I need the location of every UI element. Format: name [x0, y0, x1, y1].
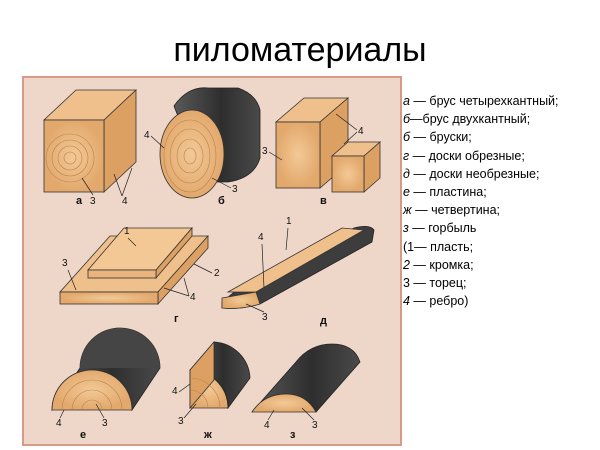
- item-z-slab: [251, 343, 361, 413]
- caption-z: з: [290, 429, 296, 441]
- legend-item: з — горбыль: [403, 221, 477, 236]
- caption-a: а: [76, 195, 83, 207]
- caption-g: г: [174, 313, 179, 325]
- label-zh-3: 3: [178, 416, 184, 427]
- legend-item: б — бруски;: [403, 130, 472, 145]
- item-b-beam: [159, 87, 261, 199]
- label-d-4: 4: [258, 232, 264, 243]
- caption-v: в: [320, 195, 327, 207]
- label-g-4: 4: [190, 292, 196, 303]
- label-g-1: 1: [124, 226, 130, 237]
- legend-item: 3 — торец;: [403, 276, 467, 291]
- item-e-slab: [51, 327, 161, 412]
- item-d-unedged-board: [221, 226, 375, 309]
- legend-item: ж — четвертина;: [403, 203, 501, 218]
- label-b-3: 3: [232, 184, 238, 195]
- label-e-4: 4: [56, 418, 62, 429]
- caption-e: е: [80, 429, 86, 441]
- label-g-2: 2: [214, 268, 220, 279]
- label-d-1: 1: [286, 216, 292, 227]
- label-v-4: 4: [358, 126, 364, 137]
- label-z-3: 3: [312, 420, 318, 431]
- label-z-4: 4: [264, 420, 270, 431]
- page-title: пиломатериалы: [173, 31, 427, 69]
- label-b-4: 4: [144, 130, 150, 141]
- legend-item: е — пластина;: [403, 185, 487, 200]
- legend-item: б—брус двухкантный;: [403, 112, 531, 127]
- caption-b: б: [218, 195, 225, 207]
- legend-item: (1— пласть;: [403, 239, 474, 254]
- item-zh-quarter: [189, 340, 251, 410]
- legend-item: д — доски необрезные;: [403, 166, 540, 181]
- label-v-3: 3: [262, 146, 268, 157]
- lumber-illustration: а 3 4 4 3 б 3 4 в 1 3: [22, 76, 402, 446]
- legend-item: 4 — ребро): [403, 294, 469, 309]
- item-v-bars: [274, 97, 382, 193]
- label-a-4: 4: [122, 196, 128, 207]
- label-zh-4: 4: [172, 386, 178, 397]
- label-e-3: 3: [102, 418, 108, 429]
- label-a-3: 3: [90, 196, 96, 207]
- legend-item: г — доски обрезные;: [403, 148, 525, 163]
- item-a-beam: [42, 89, 138, 193]
- label-g-3: 3: [62, 258, 68, 269]
- item-g-boards: [59, 226, 209, 306]
- legend-item: 2 — кромка;: [403, 257, 474, 272]
- label-d-3: 3: [262, 312, 268, 323]
- caption-d: д: [320, 315, 327, 327]
- caption-zh: ж: [203, 429, 212, 441]
- lumber-diagram: а 3 4 4 3 б 3 4 в 1 3: [42, 87, 382, 441]
- legend: а — брус четырехкантный; б—брус двухкант…: [403, 92, 599, 310]
- legend-item: а — брус четырехкантный;: [403, 94, 559, 108]
